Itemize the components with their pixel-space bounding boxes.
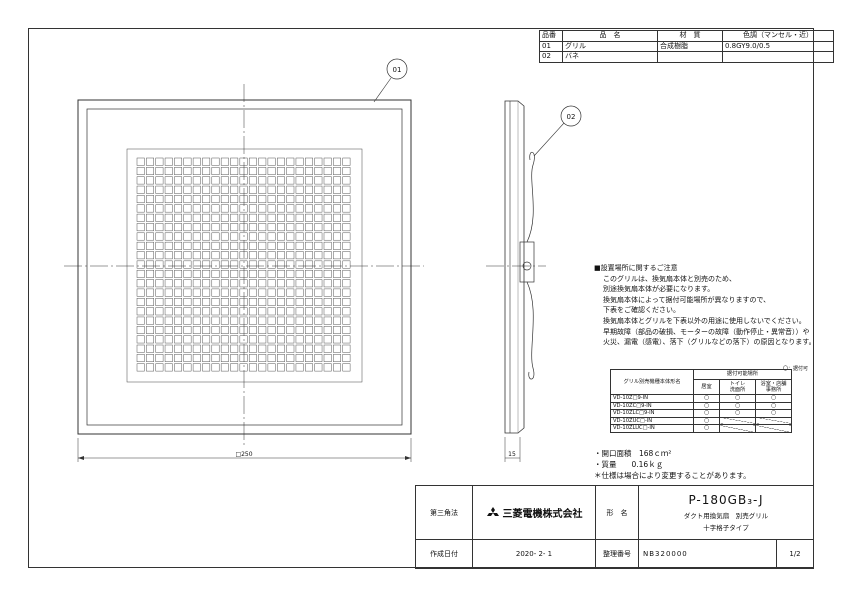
drawing-number: NB320000 (638, 539, 777, 569)
install-col-living: 居室 (693, 379, 720, 395)
spec-note: ＊仕様は場合により変更することがあります。 (594, 470, 751, 480)
notes-line: 換気扇本体によって据付可能場所が異なりますので、 (603, 295, 771, 304)
spec-mass: ・質量 0.16ｋｇ (594, 459, 664, 469)
parts-table-row: 01 グリル 合成樹脂 0.8GY9.0/0.5 (539, 40, 834, 52)
install-col-model: グリル別売機種本体形名 (610, 369, 694, 395)
notes-line: 換気扇本体とグリルを下表以外の用途に使用しないでください。 (603, 316, 806, 325)
install-col-group: 据付可能場所 (693, 369, 792, 380)
sheet-number: 1/2 (776, 539, 814, 569)
install-legend: 〇：据付可 (783, 366, 809, 372)
model-number: P-180GB₃-J (688, 493, 764, 507)
company-logo: 三菱電機株式会社 (473, 505, 595, 520)
installation-notes: ■設置場所に関するご注意 このグリルは、換気扇本体と別売のため、 別途換気扇本体… (594, 263, 816, 348)
front-view: □250 (64, 84, 424, 462)
install-col-toilet: トイレ 洗面所 (719, 379, 756, 395)
notes-line: 別途換気扇本体が必要になります。 (603, 285, 715, 294)
creation-date: 2020- 2- 1 (472, 539, 596, 569)
table-row: VD-10ZLC□9-IN ○ ○ ○ (610, 409, 792, 418)
table-row: VD-10ZC□9-IN ○ ○ ○ (610, 401, 792, 410)
grille-lattice (136, 157, 351, 372)
parts-table: 品番 品 名 材 質 色調（マンセル・近） 01 グリル 合成樹脂 0.8GY9… (539, 30, 834, 63)
notes-line: 早期故障（部品の破損、モーターの故障（動作停止・異常音））や (603, 327, 810, 336)
name-label: 形 名 (595, 485, 639, 540)
date-label: 作成日付 (415, 539, 473, 569)
specifications: ・開口面積 168ｃｍ² ・質量 0.16ｋｇ ＊仕様は場合により変更することが… (594, 449, 751, 481)
callout-02-label: 02 (567, 113, 576, 121)
parts-table-header: 品番 品 名 材 質 色調（マンセル・近） (539, 30, 834, 42)
callout-01: 01 (373, 58, 408, 103)
table-row: VD-10ZUC□-IN ○ (610, 416, 792, 425)
callout-01-label: 01 (393, 66, 402, 74)
spec-opening-area: ・開口面積 168ｃｍ² (594, 449, 672, 458)
product-type: 十字格子タイプ (703, 524, 749, 532)
install-location-table: グリル別売機種本体形名 据付可能場所 居室 トイレ 洗面所 浴室・店舗 事務所 … (610, 369, 792, 433)
parts-table-row: 02 バネ (539, 51, 834, 63)
title-block: 第三角法 三菱電機株式会社 形 名 P-180GB₃-J ダクト用換気扇 別売グ… (415, 485, 814, 569)
notes-line: 下表をご確認ください。 (603, 306, 680, 315)
number-label: 整理番号 (595, 539, 639, 569)
callout-02: 02 (533, 105, 582, 157)
table-row: VD-10ZLUC□-IN ○ (610, 424, 792, 433)
notes-line: このグリルは、換気扇本体と別売のため、 (603, 274, 736, 283)
three-diamonds-icon (486, 506, 499, 516)
company-name: 三菱電機株式会社 (502, 509, 583, 520)
projection-method: 第三角法 (415, 485, 473, 540)
product-description: ダクト用換気扇 別売グリル (683, 512, 769, 520)
notes-line: 火災、漏電（感電）、落下（グリルなどの落下）の原因となります。 (603, 338, 816, 347)
width-dimension: □250 (235, 451, 252, 458)
table-row: VD-10Z□9-IN ○ ○ ○ (610, 394, 792, 403)
depth-dimension: 15 (508, 451, 516, 458)
side-view: 15 (486, 100, 546, 462)
notes-heading: ■設置場所に関するご注意 (594, 264, 678, 272)
install-col-kitchen: 浴室・店舗 事務所 (755, 379, 792, 395)
